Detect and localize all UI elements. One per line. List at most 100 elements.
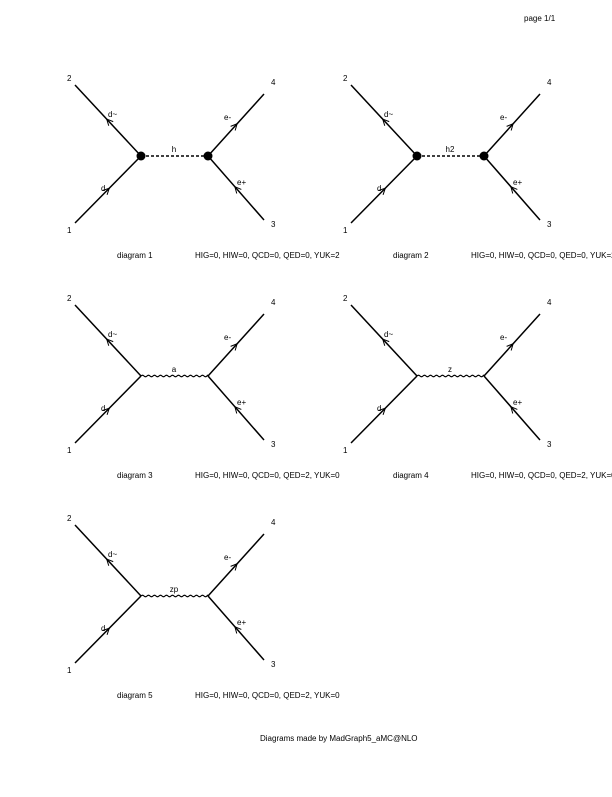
particle-label: d~ — [108, 110, 117, 119]
outgoing-positron-line — [483, 375, 541, 441]
electron-flow-arrow — [506, 342, 514, 351]
electron-flow-arrow — [230, 562, 238, 571]
antiquark-flow-arrow — [381, 338, 390, 346]
boson-propagator — [416, 374, 485, 378]
particle-label: e- — [224, 113, 231, 122]
antiquark-flow-arrow — [105, 118, 114, 126]
quark-flow-arrow — [378, 187, 387, 195]
electron-flow-arrow — [506, 122, 514, 131]
leg-number: 4 — [271, 298, 276, 307]
leg-number: 2 — [67, 294, 72, 303]
particle-label: e- — [500, 113, 507, 122]
electron-flow-arrow — [230, 122, 238, 131]
boson-propagator — [140, 594, 209, 598]
incoming-antiquark-line — [74, 524, 142, 597]
particle-label: e- — [224, 553, 231, 562]
diagram-grid: h 1 2 3 4 d d~ e+ e-diagram 1 HIG=0, HIW=0, QCD=0… — [67, 74, 612, 700]
vertex-dot — [203, 151, 213, 161]
particle-label: e- — [224, 333, 231, 342]
outgoing-positron-line — [207, 375, 265, 441]
particle-label: d — [377, 184, 381, 193]
outgoing-electron-line — [483, 313, 541, 377]
positron-flow-arrow — [234, 185, 242, 194]
particle-label: d~ — [108, 330, 117, 339]
incoming-quark-line — [74, 155, 142, 224]
leg-number: 3 — [271, 660, 276, 669]
coupling-orders: HIG=0, HIW=0, QCD=0, QED=2, YUK=0 — [195, 471, 340, 480]
incoming-quark-line — [350, 155, 418, 224]
incoming-antiquark-line — [74, 84, 142, 157]
particle-label: e+ — [237, 178, 246, 187]
leg-number: 2 — [67, 514, 72, 523]
leg-number: 1 — [67, 226, 72, 235]
leg-number: 1 — [343, 446, 348, 455]
propagator-label: zp — [170, 585, 179, 594]
propagator-label: h2 — [446, 145, 455, 154]
particle-label: e+ — [237, 398, 246, 407]
page-label: page 1/1 — [524, 14, 556, 23]
boson-propagator — [140, 374, 209, 378]
positron-flow-arrow — [234, 625, 242, 634]
diagram-caption: diagram 1 — [117, 251, 153, 260]
particle-label: d — [101, 184, 105, 193]
outgoing-electron-line — [207, 313, 265, 377]
vertex-dot — [479, 151, 489, 161]
propagator-label: z — [448, 365, 452, 374]
positron-flow-arrow — [510, 405, 518, 414]
leg-number: 1 — [67, 446, 72, 455]
particle-label: e+ — [513, 398, 522, 407]
antiquark-flow-arrow — [105, 558, 114, 566]
outgoing-positron-line — [483, 155, 541, 221]
quark-flow-arrow — [102, 407, 111, 415]
incoming-quark-line — [74, 595, 142, 664]
coupling-orders: HIG=0, HIW=0, QCD=0, QED=0, YUK=2 — [195, 251, 340, 260]
incoming-antiquark-line — [350, 84, 418, 157]
particle-label: e- — [500, 333, 507, 342]
diagram-caption: diagram 3 — [117, 471, 153, 480]
particle-label: e+ — [237, 618, 246, 627]
particle-label: d — [101, 624, 105, 633]
leg-number: 1 — [343, 226, 348, 235]
leg-number: 4 — [271, 518, 276, 527]
quark-flow-arrow — [102, 627, 111, 635]
leg-number: 4 — [547, 78, 552, 87]
antiquark-flow-arrow — [105, 338, 114, 346]
incoming-quark-line — [350, 375, 418, 444]
particle-label: d — [101, 404, 105, 413]
outgoing-electron-line — [483, 93, 541, 157]
outgoing-positron-line — [207, 595, 265, 661]
leg-number: 1 — [67, 666, 72, 675]
positron-flow-arrow — [510, 185, 518, 194]
leg-number: 3 — [271, 440, 276, 449]
leg-number: 4 — [547, 298, 552, 307]
coupling-orders: HIG=0, HIW=0, QCD=0, QED=2, YUK=0 — [195, 691, 340, 700]
outgoing-positron-line — [207, 155, 265, 221]
leg-number: 3 — [271, 220, 276, 229]
vertex-dot — [412, 151, 422, 161]
leg-number: 3 — [547, 220, 552, 229]
outgoing-electron-line — [207, 533, 265, 597]
leg-number: 2 — [67, 74, 72, 83]
positron-flow-arrow — [234, 405, 242, 414]
coupling-orders: HIG=0, HIW=0, QCD=0, QED=0, YUK=2 — [471, 251, 612, 260]
antiquark-flow-arrow — [381, 118, 390, 126]
propagator-label: h — [172, 145, 176, 154]
diagram-caption: diagram 5 — [117, 691, 153, 700]
incoming-antiquark-line — [350, 304, 418, 377]
quark-flow-arrow — [378, 407, 387, 415]
diagram-caption: diagram 4 — [393, 471, 429, 480]
particle-label: d~ — [384, 330, 393, 339]
electron-flow-arrow — [230, 342, 238, 351]
incoming-quark-line — [74, 375, 142, 444]
outgoing-electron-line — [207, 93, 265, 157]
footer-credit: Diagrams made by MadGraph5_aMC@NLO — [260, 734, 418, 743]
leg-number: 2 — [343, 294, 348, 303]
vertex-dot — [136, 151, 146, 161]
leg-number: 3 — [547, 440, 552, 449]
particle-label: d~ — [384, 110, 393, 119]
